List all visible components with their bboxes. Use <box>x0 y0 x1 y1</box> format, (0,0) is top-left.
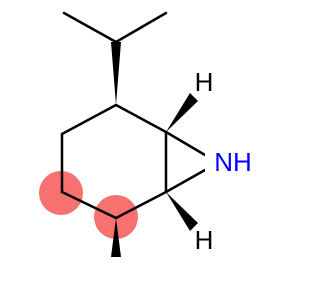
bond-isopropyl-methyl-left <box>62 11 118 44</box>
wedge-bond-isopropyl <box>111 42 121 105</box>
bond-ring-bottom-right <box>114 190 168 220</box>
bond-ring-bottom-left <box>60 190 118 220</box>
bond-isopropyl-methyl-right <box>114 11 168 44</box>
molecule-structure-diagram: H NH H <box>39 11 252 257</box>
bond-c-n-bottom <box>164 168 207 194</box>
atom-highlight-left <box>39 171 83 215</box>
bond-c-n-top <box>164 130 207 157</box>
bond-ring-top-left <box>60 103 118 136</box>
wedge-bond-h-top <box>166 93 198 132</box>
atom-label-nh: NH <box>214 147 252 177</box>
bond-ring-top-right <box>114 103 168 134</box>
wedge-bond-methyl <box>111 218 121 257</box>
atom-label-h-bottom: H <box>195 225 214 255</box>
atom-label-h-top: H <box>195 67 214 97</box>
wedge-bond-h-bottom <box>166 192 198 231</box>
